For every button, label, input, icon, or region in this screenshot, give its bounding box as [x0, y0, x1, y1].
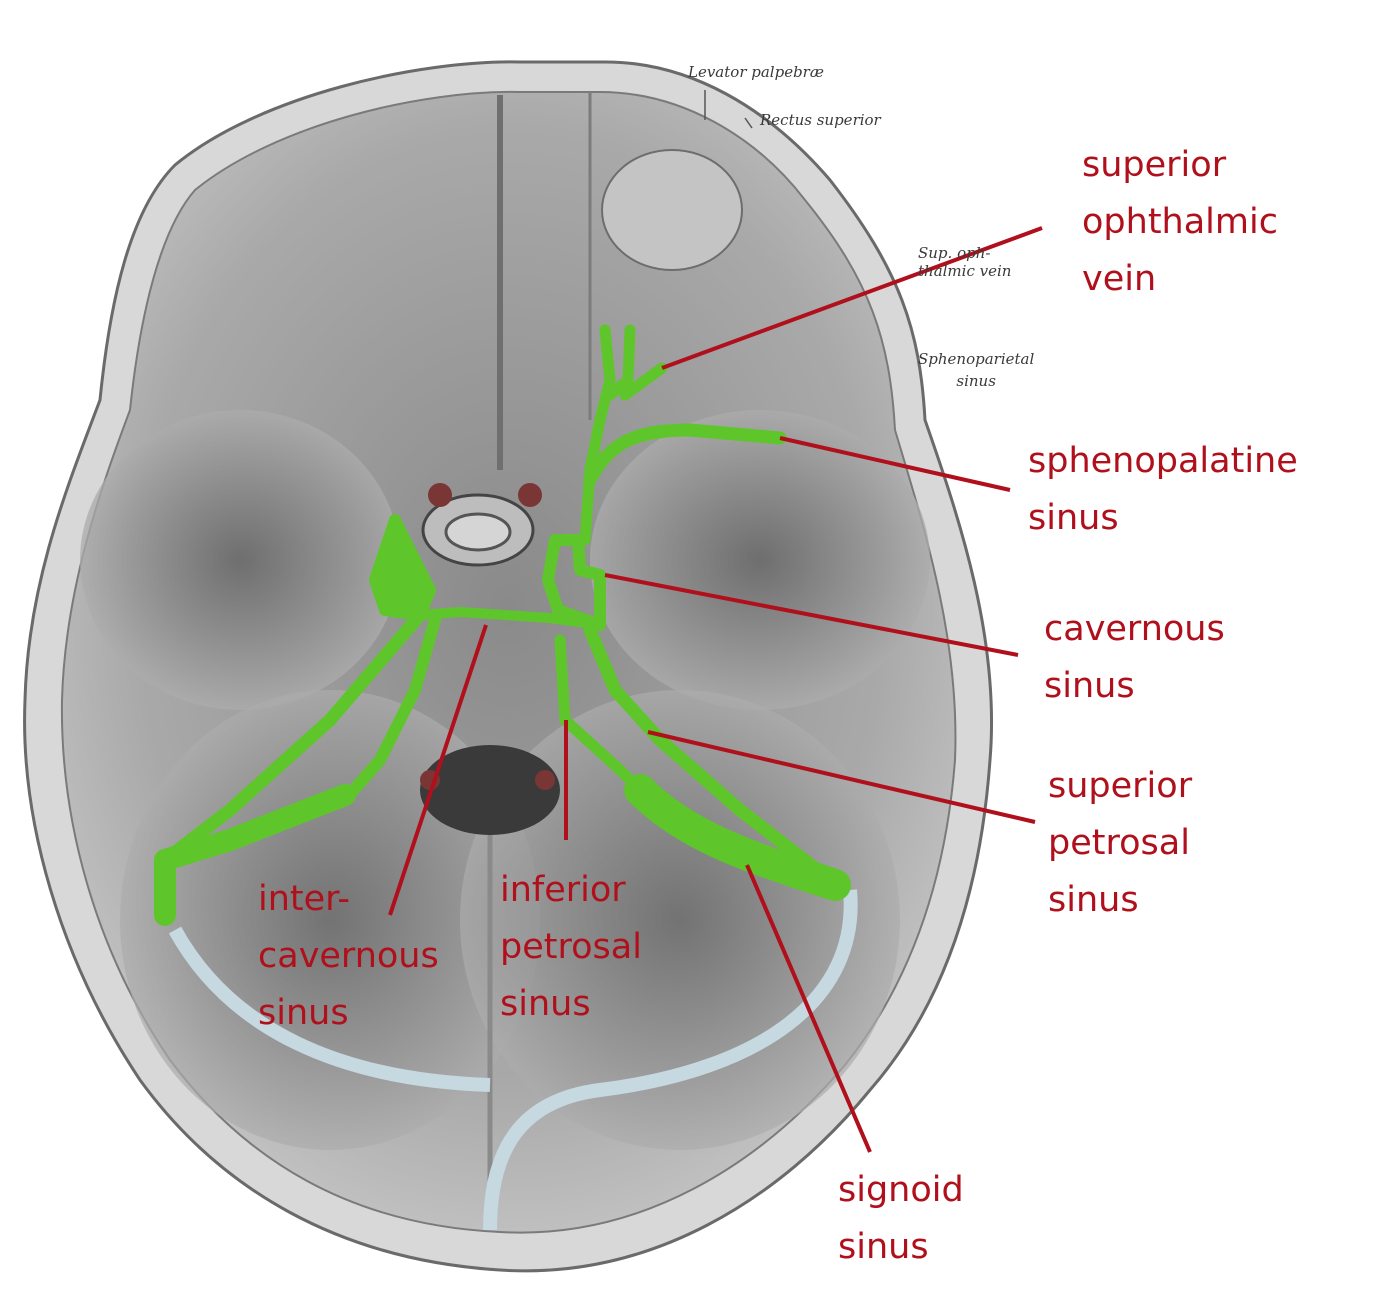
left-sigmoid-path [154, 784, 356, 926]
middle-fossa-left [80, 410, 400, 710]
posterior-fossa-right [460, 690, 900, 1150]
engraving-label-sup-ophthalmic-vein: Sup. oph- thalmic vein [918, 244, 1012, 280]
foramen-magnum [420, 745, 560, 835]
left-superior-petrosal-path [158, 608, 427, 867]
left-cavernous-blob [369, 514, 436, 621]
leader-lines [388, 90, 1043, 1153]
transverse-sinus-right [483, 889, 858, 1231]
label-cavernous-sinus: cavernous sinus [1044, 609, 1225, 706]
leader-superior-petrosal-sinus [647, 730, 1036, 824]
ophthalmic-vein-path [579, 324, 668, 546]
label-sigmoid-sinus: signoid sinus [838, 1170, 964, 1267]
cavernous-sinus-path [542, 534, 606, 631]
jugular-right [535, 770, 555, 790]
right-superior-petrosal-path [583, 623, 837, 887]
engraving-label-levator-palpebrae: Levator palpebræ [688, 63, 824, 81]
label-intercavernous-sinus: inter- cavernous sinus [258, 879, 439, 1033]
engraving-label-rectus-superior: Rectus superior [760, 111, 881, 129]
leader-cavernous-sinus [604, 573, 1019, 657]
leader-intercavernous-sinus [388, 624, 488, 916]
left-inferior-petrosal-path [339, 614, 441, 806]
label-superior-ophthalmic-vein: superior ophthalmic vein [1082, 145, 1278, 299]
carotid-right [518, 483, 542, 507]
label-superior-petrosal-sinus: superior petrosal sinus [1048, 766, 1193, 920]
skull-engraving [23, 60, 994, 1273]
pituitary-fossa [444, 512, 512, 552]
label-inferior-petrosal-sinus: inferior petrosal sinus [500, 870, 642, 1024]
engraving-label-sphenoparietal-sinus: Sphenoparietal sinus [918, 350, 1035, 390]
leader-superior-ophthalmic-vein [661, 226, 1043, 370]
label-sphenopalatine-sinus: sphenopalatine sinus [1028, 441, 1298, 538]
carotid-left [428, 483, 452, 507]
transverse-sinus-left [168, 926, 491, 1092]
sphenoparietal-path [583, 423, 787, 487]
right-sigmoid-path [624, 774, 851, 901]
leader-sigmoid-sinus [745, 864, 872, 1153]
orbit-eyeball [601, 149, 743, 271]
leader-sphenopalatine-sinus [779, 436, 1011, 492]
leader-rectus [744, 117, 753, 129]
highlighted-sinuses [154, 324, 851, 926]
intercavernous-path [415, 607, 605, 630]
middle-fossa-right [590, 410, 930, 710]
